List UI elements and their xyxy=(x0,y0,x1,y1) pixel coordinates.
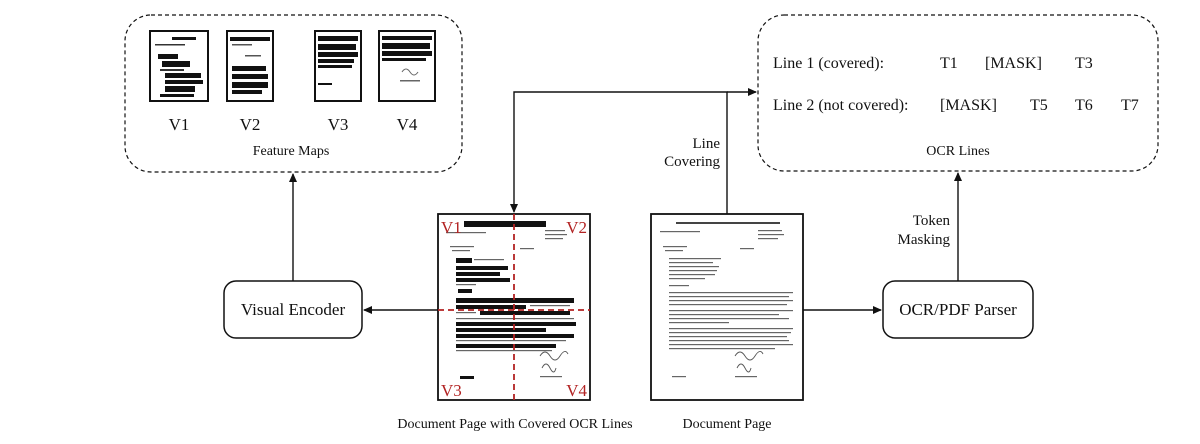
ocr-line1-token-3: T3 xyxy=(1075,55,1093,72)
ocr-line2-token-4: T7 xyxy=(1121,97,1139,114)
plain-document-page xyxy=(650,213,804,401)
feature-map-label-v3: V3 xyxy=(328,115,349,134)
feature-map-v4 xyxy=(378,30,436,102)
token-masking-label-1: Token xyxy=(913,213,951,229)
feature-map-label-v2: V2 xyxy=(240,115,261,134)
line-covering-label-1: Line xyxy=(693,136,721,152)
quadrant-label-v1: V1 xyxy=(441,218,462,237)
quadrant-label-v3: V3 xyxy=(441,381,462,400)
feature-map-v2 xyxy=(226,30,274,102)
feature-map-label-v4: V4 xyxy=(397,115,418,134)
ocr-line2-token-1: [MASK] xyxy=(940,97,997,114)
ocr-line2-token-3: T6 xyxy=(1075,97,1093,114)
ocr-line1-token-2: [MASK] xyxy=(985,55,1042,72)
ocr-parser-box: OCR/PDF Parser xyxy=(882,280,1034,339)
quadrant-label-v2: V2 xyxy=(566,218,587,237)
visual-encoder-box: Visual Encoder xyxy=(223,280,363,339)
ocr-line1-token-1: T1 xyxy=(940,55,958,72)
covered-doc-caption: Document Page with Covered OCR Lines xyxy=(397,417,632,432)
ocr-line2-token-2: T5 xyxy=(1030,97,1048,114)
ocr-parser-label: OCR/PDF Parser xyxy=(899,300,1017,319)
feature-map-v1 xyxy=(149,30,209,102)
plain-doc-caption: Document Page xyxy=(682,417,771,432)
feature-maps-container xyxy=(124,14,463,173)
visual-encoder-label: Visual Encoder xyxy=(241,300,346,319)
ocr-line2-label: Line 2 (not covered): xyxy=(773,97,909,114)
line-covering-label-2: Covering xyxy=(664,154,720,170)
feature-maps-title: Feature Maps xyxy=(253,144,330,159)
quadrant-label-v4: V4 xyxy=(566,381,587,400)
arrow-line-covering xyxy=(510,91,728,214)
ocr-lines-container xyxy=(757,14,1159,172)
covered-document-page: V1 V2 V3 V4 xyxy=(437,213,591,401)
feature-map-v3 xyxy=(314,30,362,102)
ocr-lines-title: OCR Lines xyxy=(926,144,989,159)
token-masking-label-2: Masking xyxy=(898,232,951,248)
feature-map-label-v1: V1 xyxy=(169,115,190,134)
ocr-line1-label: Line 1 (covered): xyxy=(773,55,884,72)
